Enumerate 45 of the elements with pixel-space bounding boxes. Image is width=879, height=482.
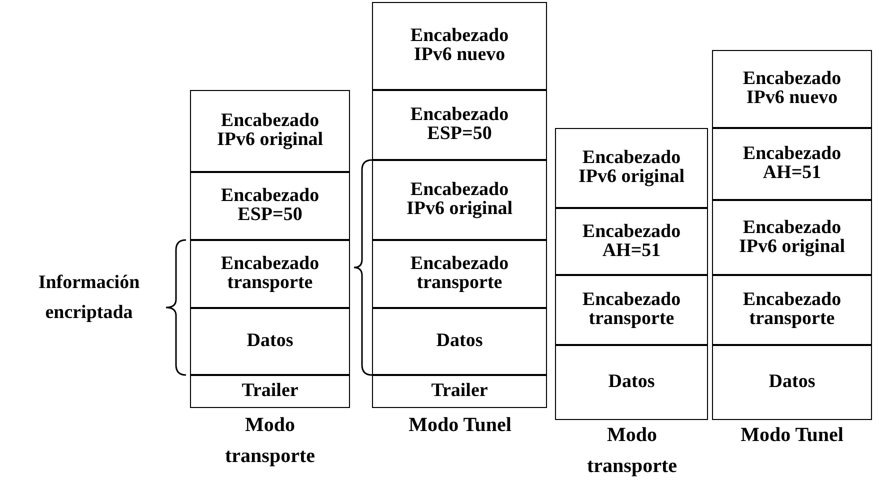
field-label: Encabezado transporte: [581, 291, 682, 329]
column-caption: Modo Tunel: [408, 413, 512, 438]
header-field-box: [372, 240, 547, 308]
column-caption: Modo transporte: [586, 423, 678, 479]
field-label: Datos: [768, 373, 816, 392]
header-field-box: [555, 128, 708, 208]
header-field-box: [372, 375, 547, 408]
field-label: Trailer: [240, 382, 300, 401]
field-label: Encabezado IPv6 original: [577, 149, 686, 187]
column-caption: Modo Tunel: [740, 423, 844, 448]
header-field-box: [555, 208, 708, 275]
field-label: Encabezado ESP=50: [220, 187, 320, 225]
header-field-box: [712, 50, 872, 128]
field-label: Encabezado transporte: [409, 255, 510, 293]
field-label: Encabezado IPv6 original: [738, 218, 846, 256]
header-field-box: [555, 275, 708, 345]
field-label: Trailer: [430, 382, 489, 401]
field-label: Datos: [607, 373, 656, 392]
header-field-box: [190, 308, 350, 375]
header-field-box: [372, 160, 547, 240]
header-field-box: [190, 172, 350, 240]
header-field-box: [190, 375, 350, 408]
column-caption: Modo transporte: [224, 413, 316, 469]
header-field-box: [712, 128, 872, 200]
header-field-box: [190, 240, 350, 308]
field-label: Encabezado IPv6 original: [216, 112, 324, 150]
field-label: Encabezado IPv6 nuevo: [742, 70, 842, 108]
field-label: Datos: [435, 332, 484, 351]
header-field-box: [190, 90, 350, 172]
header-field-box: [555, 345, 708, 420]
field-label: Encabezado AH=51: [581, 222, 682, 260]
field-label: Encabezado transporte: [742, 291, 842, 329]
field-label: Datos: [246, 332, 294, 351]
header-field-box: [712, 200, 872, 275]
field-label: Encabezado IPv6 original: [405, 181, 514, 219]
header-field-box: [372, 308, 547, 375]
field-label: Encabezado AH=51: [742, 145, 842, 183]
bracket-label: Información encriptada: [37, 271, 141, 326]
header-field-box: [712, 275, 872, 345]
field-label: Encabezado ESP=50: [409, 106, 510, 144]
header-field-box: [712, 345, 872, 420]
header-field-box: [372, 2, 547, 90]
field-label: Encabezado IPv6 nuevo: [409, 27, 510, 65]
field-label: Encabezado transporte: [220, 255, 320, 293]
header-field-box: [372, 90, 547, 160]
